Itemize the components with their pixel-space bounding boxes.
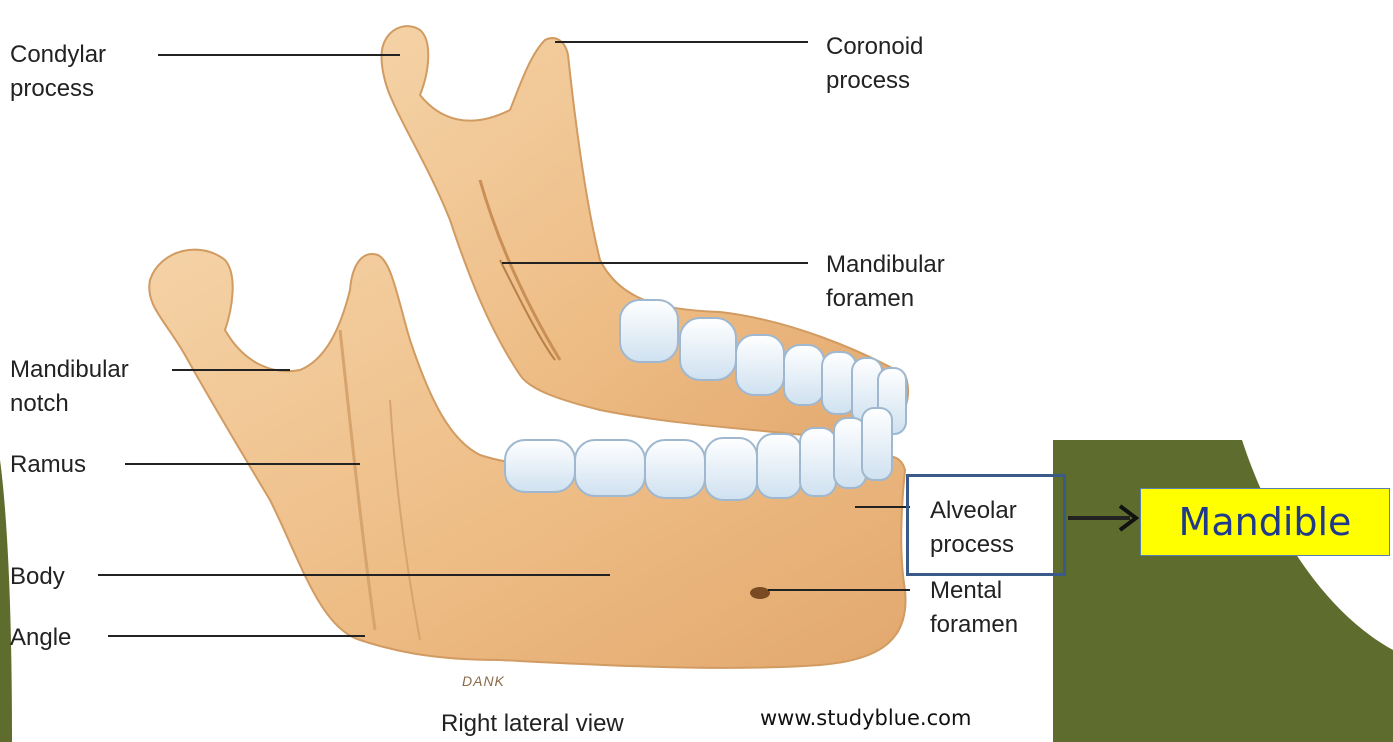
label-coronoid-process: Coronoid process xyxy=(826,30,923,98)
olive-background-left xyxy=(0,460,12,742)
alveolar-highlight-box xyxy=(906,474,1066,576)
label-condylar-process: Condylar process xyxy=(10,38,106,106)
mandible-callout: Mandible xyxy=(1140,488,1390,556)
olive-background-right xyxy=(1053,440,1393,742)
label-ramus: Ramus xyxy=(10,448,86,482)
label-mandibular-foramen: Mandibular foramen xyxy=(826,248,945,316)
label-mental-foramen: Mental foramen xyxy=(930,574,1018,642)
caption-view: Right lateral view xyxy=(441,710,624,738)
label-body: Body xyxy=(10,560,65,594)
artist-signature: DANK xyxy=(462,673,505,689)
label-angle: Angle xyxy=(10,621,71,655)
mental-foramen-hole xyxy=(750,587,770,599)
source-credit: www.studyblue.com xyxy=(760,706,971,730)
label-mandibular-notch: Mandibular notch xyxy=(10,353,129,421)
